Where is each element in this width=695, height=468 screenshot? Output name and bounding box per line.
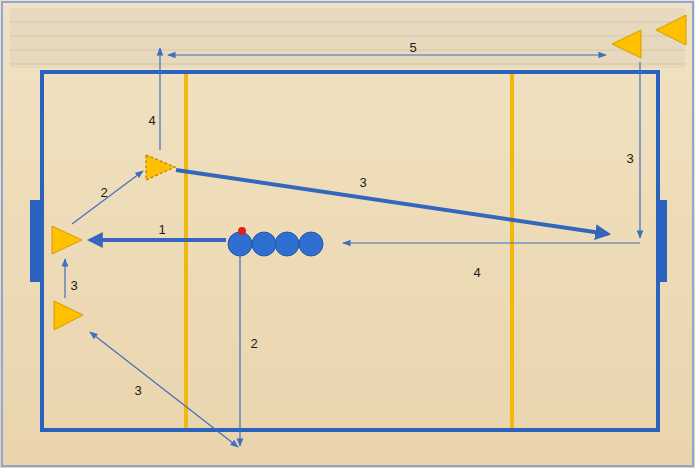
run-arrow xyxy=(168,54,606,55)
callout-number: 5 xyxy=(408,40,417,55)
run-arrow xyxy=(343,242,640,243)
stadium-stands xyxy=(10,8,685,68)
run-arrow xyxy=(159,48,160,150)
callout-number: 3 xyxy=(625,151,634,166)
player xyxy=(252,232,276,256)
cone xyxy=(52,226,82,254)
run-arrow xyxy=(239,256,240,446)
pass-arrow xyxy=(176,170,608,234)
callout-number: 4 xyxy=(472,265,481,280)
goal xyxy=(656,200,667,282)
goal xyxy=(30,200,41,282)
cone xyxy=(656,15,686,45)
cone xyxy=(54,301,83,330)
callout-number: 4 xyxy=(147,113,156,128)
cone-dashed xyxy=(146,155,175,180)
callout-number: 1 xyxy=(157,222,166,237)
ball xyxy=(238,227,246,235)
cone xyxy=(612,30,641,58)
callout-number: 3 xyxy=(69,278,78,293)
run-arrow xyxy=(90,332,238,447)
callout-number: 2 xyxy=(99,185,108,200)
run-arrow xyxy=(64,259,65,298)
court-boundary xyxy=(42,72,658,430)
pass-arrow xyxy=(90,238,226,242)
callout-number: 3 xyxy=(358,175,367,190)
player xyxy=(228,232,252,256)
player xyxy=(275,232,299,256)
zone-line xyxy=(184,74,188,428)
zone-line xyxy=(510,74,514,428)
player xyxy=(299,232,323,256)
run-arrow xyxy=(639,62,640,238)
callout-number: 3 xyxy=(133,383,142,398)
run-arrow xyxy=(72,171,143,224)
callout-number: 2 xyxy=(249,336,258,351)
